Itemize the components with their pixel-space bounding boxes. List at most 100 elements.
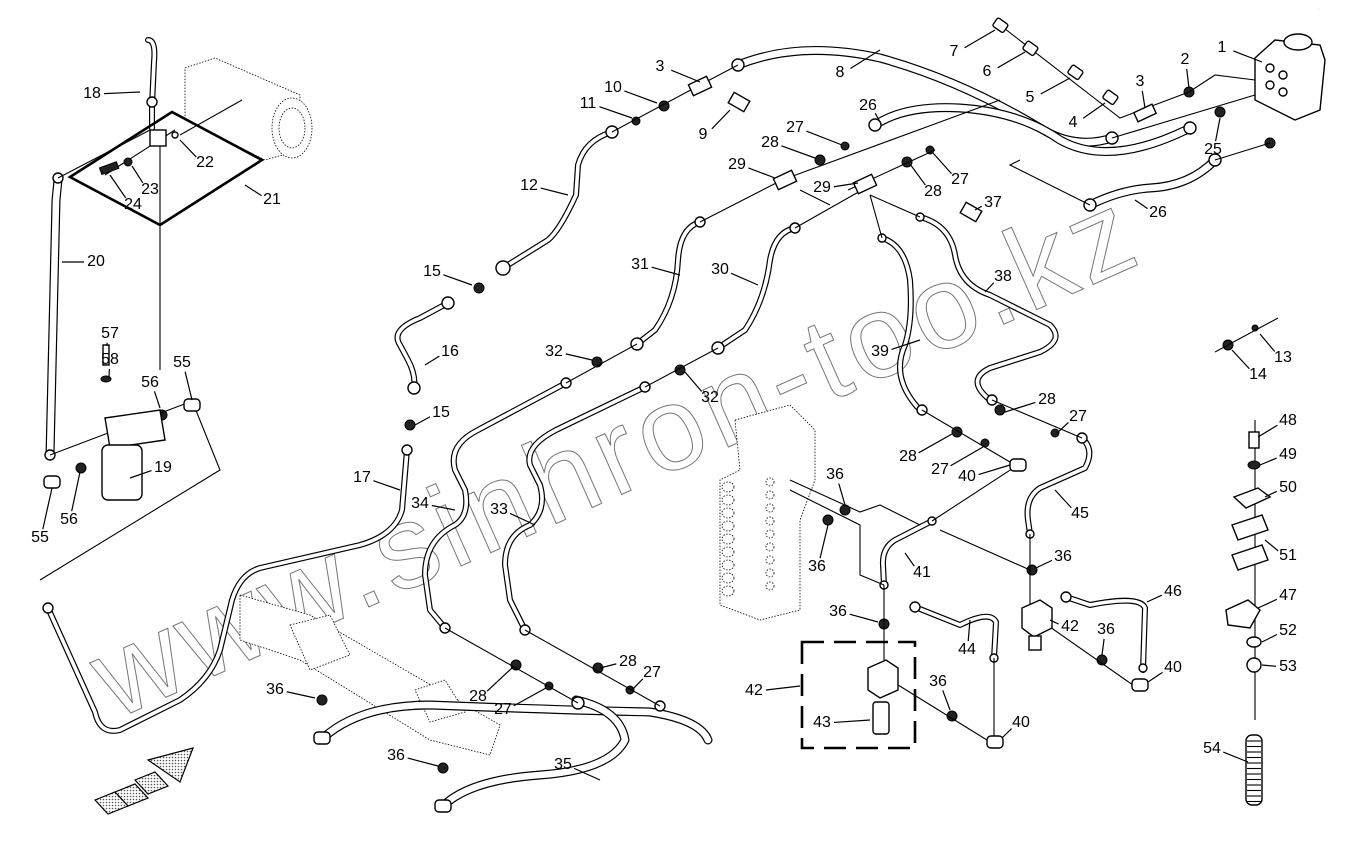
leader-51 [1264, 539, 1279, 552]
pipe-34-inner [423, 381, 568, 630]
elbow-36-hose [313, 731, 331, 745]
filter-head [104, 409, 166, 449]
leader-1 [1233, 50, 1263, 63]
callout-12: 12 [520, 177, 538, 194]
callout-13: 13 [1274, 349, 1292, 366]
pipe-38-inner [918, 215, 1058, 402]
callout-43: 43 [813, 714, 831, 731]
callout-19: 19 [154, 459, 172, 476]
adapter-36e [946, 710, 958, 722]
leader-49 [1259, 457, 1277, 466]
nut-26a [868, 118, 882, 132]
axis-13-14 [1214, 317, 1279, 353]
callout-21: 21 [263, 191, 281, 208]
clamp-51b [1231, 544, 1269, 571]
leader-50 [1264, 490, 1278, 498]
leader-44 [967, 619, 971, 642]
callout-9: 9 [699, 126, 708, 143]
callout-47: 47 [1279, 587, 1297, 604]
callout-42: 42 [745, 682, 763, 699]
pipe-16-inner [395, 301, 450, 390]
leader-8 [850, 49, 881, 70]
callout-26: 26 [859, 97, 877, 114]
adapter-15a [473, 282, 485, 294]
leader-9 [711, 109, 731, 130]
elbow-55b [43, 475, 61, 489]
ghost-cylinder-bore [278, 107, 306, 149]
callout-38: 38 [994, 268, 1012, 285]
callout-29: 29 [813, 179, 831, 196]
washer-52 [1246, 636, 1262, 648]
valve-block-42a [1021, 599, 1053, 638]
leader-5 [1040, 77, 1071, 95]
callout-5: 5 [1026, 89, 1035, 106]
callout-41: 41 [913, 564, 931, 581]
adapter-25a [1214, 106, 1226, 118]
pipe-17-inner [46, 448, 409, 733]
callout-52: 52 [1279, 622, 1297, 639]
axis-29-31 [699, 179, 783, 223]
adapter-6 [1022, 40, 1039, 57]
callout-44: 44 [958, 641, 976, 658]
corner-mark: · [1318, 6, 1320, 12]
callout-17: 17 [353, 469, 371, 486]
axis-29-drop [799, 189, 831, 206]
pipe-12 [500, 129, 615, 271]
callout-4: 4 [1069, 114, 1078, 131]
callout-3: 3 [656, 58, 665, 75]
axis-34-35 [444, 627, 579, 704]
seal-27a [840, 141, 850, 151]
bolt-57 [102, 344, 110, 366]
axis-55-17 [39, 407, 221, 581]
hose-35a-inner [319, 701, 712, 744]
leader-33 [509, 512, 536, 526]
ghost-valve-spool [721, 572, 735, 584]
hose-26a-inner [871, 104, 1194, 155]
direction-arrow-block [93, 791, 130, 815]
callout-27: 27 [494, 701, 512, 718]
ghost-valve-port [765, 542, 775, 552]
callout-24: 24 [124, 196, 142, 213]
leader-53 [1261, 664, 1277, 667]
nut-16-bot [407, 381, 421, 395]
callout-25: 25 [1204, 141, 1222, 158]
axis-10-11 [611, 84, 701, 133]
bolt-24 [98, 161, 120, 176]
leader-28 [781, 145, 816, 159]
leader-29 [833, 182, 859, 188]
callout-28: 28 [619, 653, 637, 670]
elbow-37 [959, 201, 983, 223]
ghost-valve-bank [719, 404, 816, 621]
leader-30 [730, 272, 759, 286]
valve-block-42b [867, 659, 899, 699]
leader-56 [71, 471, 81, 512]
ghost-valve-spool [721, 546, 735, 558]
pipe-45-inner [1025, 436, 1092, 536]
leader-28 [486, 666, 514, 692]
axis-42b-40 [889, 679, 996, 746]
callout-28: 28 [899, 448, 917, 465]
ghost-valve-port [765, 477, 775, 487]
callout-28: 28 [1038, 391, 1056, 408]
axis-29b-30 [794, 189, 863, 229]
leader-52 [1261, 633, 1278, 643]
axis-valve-36b [789, 489, 885, 586]
leader-27 [631, 678, 644, 691]
hose-26b-inner [1086, 156, 1219, 209]
pipe-46-inner [1064, 595, 1147, 672]
callout-16: 16 [441, 343, 459, 360]
steering-unit-top [1283, 33, 1313, 51]
callout-27: 27 [1069, 408, 1087, 425]
leader-28 [599, 663, 617, 669]
callout-32: 32 [701, 389, 719, 406]
callout-26: 26 [1149, 204, 1167, 221]
leader-lines [42, 29, 1279, 781]
seal-27d [1050, 428, 1060, 438]
leader-27 [950, 446, 984, 467]
adapter-15b [404, 419, 416, 431]
callout-57: 57 [101, 325, 119, 342]
leader-41 [904, 552, 915, 567]
elbow-55a [183, 398, 201, 412]
adapter-36b [822, 514, 834, 526]
callout-20: 20 [87, 253, 105, 270]
